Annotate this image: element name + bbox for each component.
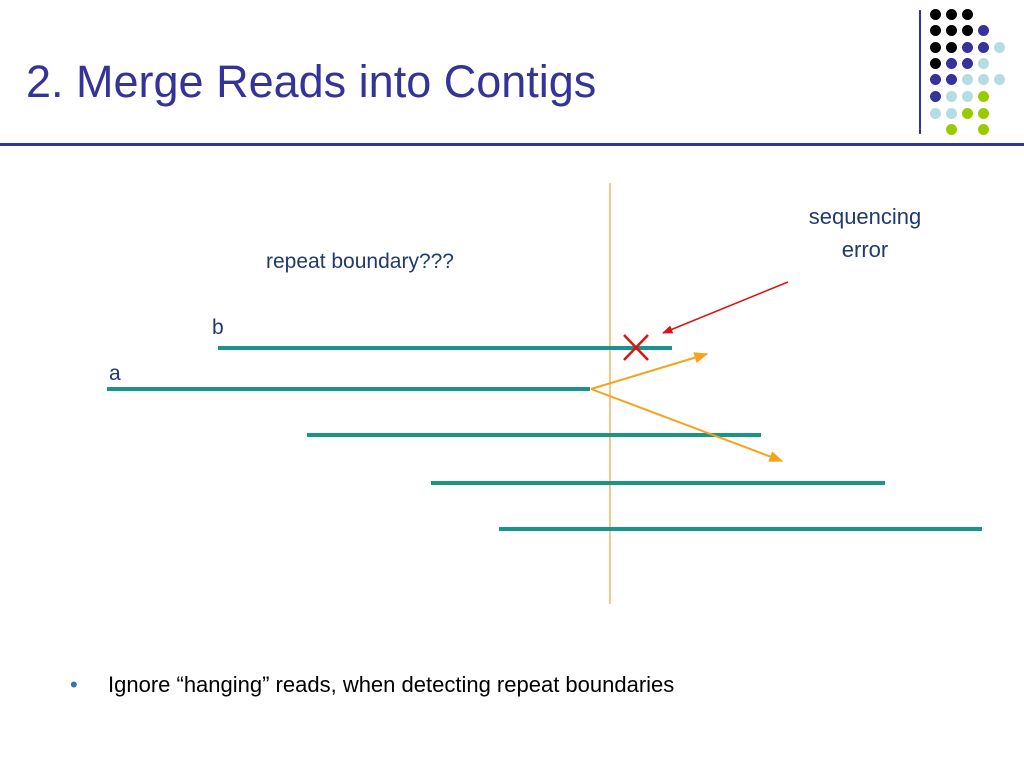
title-underline	[0, 143, 1024, 146]
bullet-item: • Ignore “hanging” reads, when detecting …	[70, 672, 674, 698]
error-pointer-arrow	[662, 281, 789, 334]
bullet-icon: •	[70, 672, 78, 697]
decorative-dot	[978, 91, 989, 102]
decorative-dot	[962, 91, 973, 102]
sequencing-error-label-line: error	[841, 237, 889, 262]
decorative-dot	[930, 108, 941, 119]
decorative-dot	[978, 25, 989, 36]
decorative-dot	[962, 25, 973, 36]
decorative-dot	[930, 9, 941, 20]
bullet-text: Ignore “hanging” reads, when detecting r…	[108, 672, 675, 697]
decorative-dot	[930, 91, 941, 102]
decorative-dot	[978, 74, 989, 85]
decorative-dot	[962, 108, 973, 119]
decorative-dot	[946, 74, 957, 85]
decorative-dot	[930, 58, 941, 69]
decorative-dot	[946, 91, 957, 102]
decorative-dot	[962, 74, 973, 85]
read-b-label: b	[212, 316, 224, 339]
decorative-dot	[978, 108, 989, 119]
repeat-boundary-label: repeat boundary???	[266, 250, 454, 273]
decorative-dot	[962, 9, 973, 20]
decorative-dot	[978, 42, 989, 53]
decorative-dot	[978, 124, 989, 135]
decorative-dot	[994, 74, 1005, 85]
decorative-dot	[946, 42, 957, 53]
decorative-dot	[930, 42, 941, 53]
decorative-dot	[994, 42, 1005, 53]
error-x-icon	[623, 334, 649, 361]
sequencing-error-label-line: sequencing	[808, 204, 922, 229]
sequencing-error-label: sequencing error	[780, 200, 950, 266]
branch-arrow-down	[590, 388, 784, 462]
decorative-dot	[946, 108, 957, 119]
decorative-dot	[946, 124, 957, 135]
decorative-dot	[946, 58, 957, 69]
decorative-vertical-rule	[919, 10, 921, 134]
decorative-dot	[962, 42, 973, 53]
decorative-dot	[962, 58, 973, 69]
decorative-dot	[930, 25, 941, 36]
decorative-dot	[978, 58, 989, 69]
branch-arrow-up	[590, 352, 709, 390]
slide-title: 2. Merge Reads into Contigs	[26, 56, 597, 107]
decorative-dot	[946, 25, 957, 36]
decorative-dot	[930, 74, 941, 85]
decorative-dot	[946, 9, 957, 20]
read-a-label: a	[109, 362, 121, 385]
